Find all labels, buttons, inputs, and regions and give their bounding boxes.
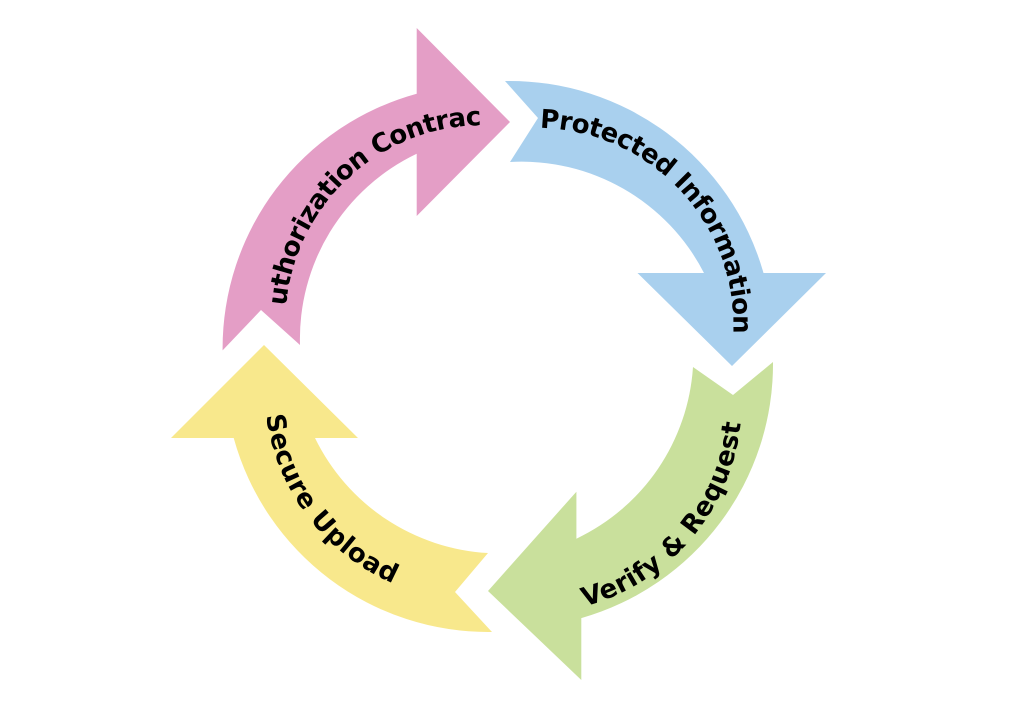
step-protected-information: Protected Information	[505, 80, 826, 366]
authorization-arrow	[222, 28, 510, 351]
protected-information-arrow	[505, 80, 826, 366]
step-authorization-contract: Authorization Contract	[0, 0, 510, 351]
step-secure-upload: Secure Upload	[171, 345, 492, 633]
secure-upload-arrow	[171, 345, 492, 633]
step-verify-request: Verify & Request	[488, 362, 774, 680]
verify-request-arrow	[488, 362, 774, 680]
